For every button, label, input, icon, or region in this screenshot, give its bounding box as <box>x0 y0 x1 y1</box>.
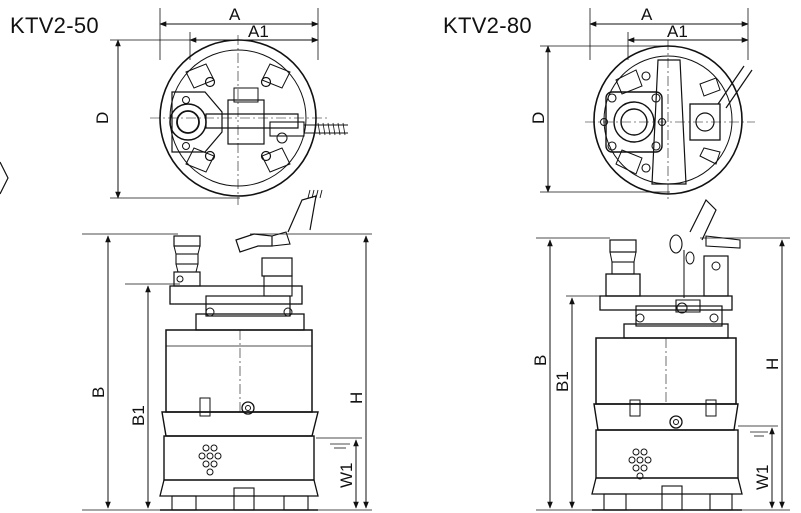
ktv2-80-side-view <box>536 198 790 511</box>
ktv2-80-a-label: A <box>641 5 653 24</box>
ktv2-80-a1-label: A1 <box>667 22 688 41</box>
model-title-ktv2-80: KTV2-80 <box>443 13 532 38</box>
ktv2-50-a-label: A <box>229 5 241 24</box>
ktv2-50-top-view <box>110 8 348 205</box>
ktv2-80-d-label: D <box>529 112 548 124</box>
ktv2-50-w1-label: W1 <box>337 463 356 489</box>
ktv2-80-top-view <box>540 8 755 200</box>
ktv2-50-b1-label: B1 <box>129 405 148 426</box>
ktv2-50-h-label: H <box>347 392 366 404</box>
ktv2-80-h-label: H <box>763 358 782 370</box>
ktv2-50-d-label: D <box>93 112 112 124</box>
ktv2-50-side-view <box>82 189 372 511</box>
ktv2-50-a1-label: A1 <box>248 22 269 41</box>
ktv2-80-b-label: B <box>531 355 550 366</box>
ktv2-80-b1-label: B1 <box>553 371 572 392</box>
ktv2-80-w1-label: W1 <box>753 465 772 491</box>
model-title-ktv2-50: KTV2-50 <box>10 13 99 38</box>
ktv2-50-b-label: B <box>89 387 108 398</box>
edge-fragment <box>0 161 9 195</box>
